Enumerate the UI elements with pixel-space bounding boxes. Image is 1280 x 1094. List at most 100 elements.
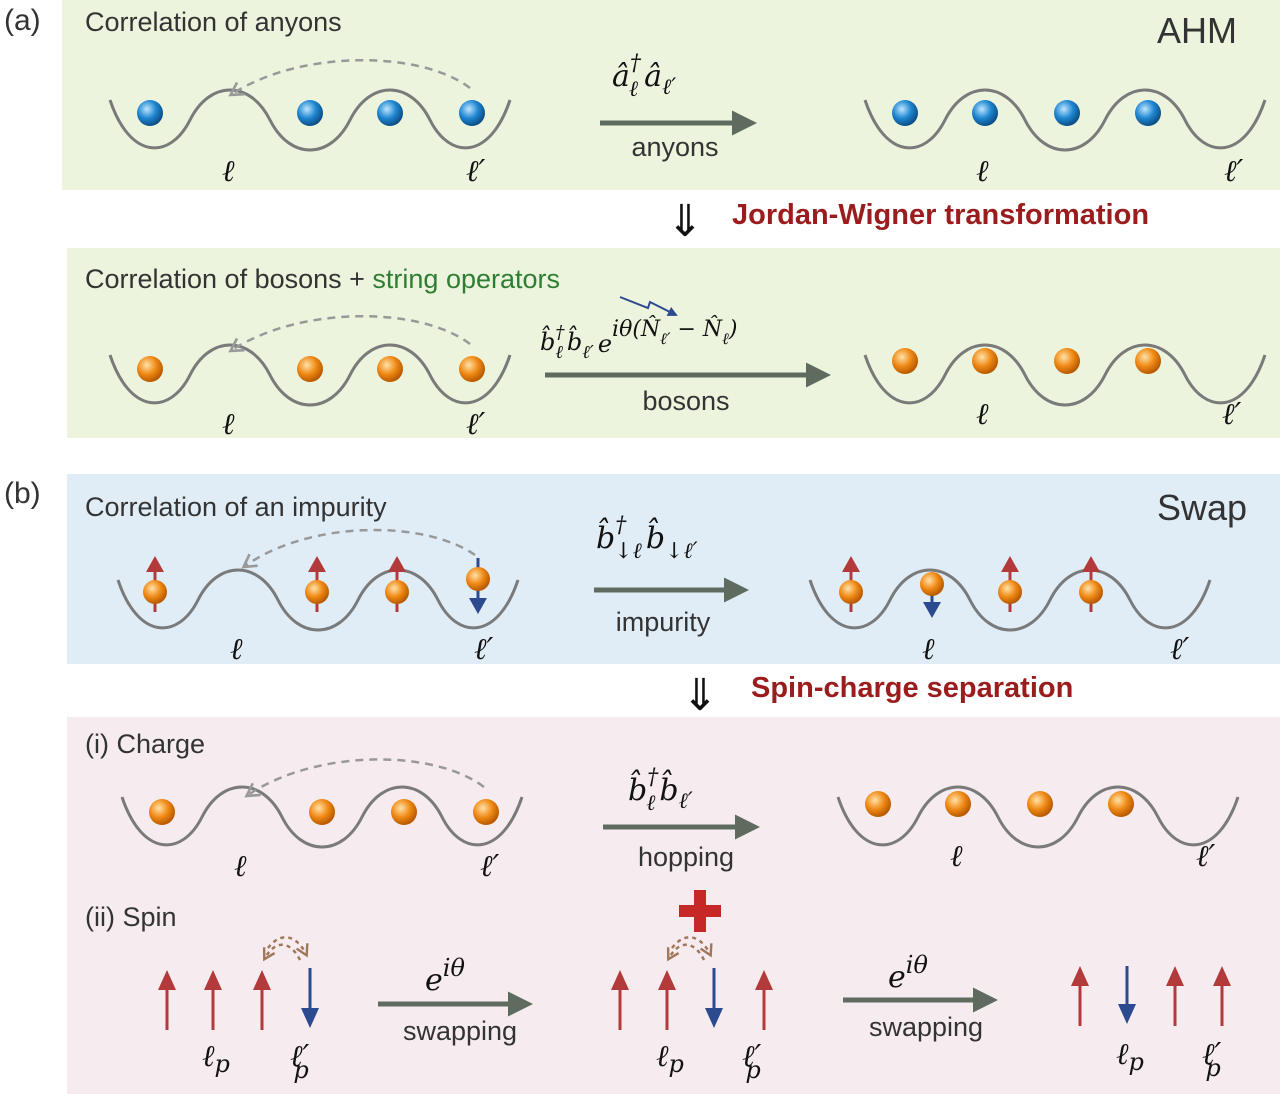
panel-b-impurity-bg <box>67 474 1280 664</box>
spin-up-arrow <box>253 970 271 1030</box>
spin-up-particle <box>143 556 167 612</box>
boson-particle <box>459 356 485 382</box>
anyon-particle <box>892 100 918 126</box>
spin-up-arrow <box>1213 966 1231 1026</box>
charge-particle <box>473 799 499 825</box>
spin-down-arrow <box>301 968 319 1028</box>
swap-dashed-arrow <box>671 936 713 958</box>
spin-title: (ii) Spin <box>85 902 177 932</box>
site-label-lp: ℓ′ <box>1224 154 1243 189</box>
boson-particle <box>1135 348 1161 374</box>
site-label-lp: ℓ′ <box>466 407 485 442</box>
charge-particle <box>149 799 175 825</box>
swap-dashed-arrow <box>262 943 302 962</box>
lattice-wave <box>120 785 524 849</box>
swapping-arrow-label: swapping <box>403 1016 517 1046</box>
lattice-wave <box>108 88 512 152</box>
spin-down-particle <box>920 572 944 618</box>
site-label-l: ℓ <box>976 154 989 189</box>
swap-operator: eiθ <box>425 954 465 998</box>
boson-particle <box>137 356 163 382</box>
swapping-arrow-label: swapping <box>869 1012 983 1042</box>
site-label-l: ℓ <box>922 632 935 667</box>
string-pointer-arrow <box>619 296 678 316</box>
charge-particle <box>1027 791 1053 817</box>
site-label-l: ℓ <box>950 839 963 874</box>
lattice-wave <box>863 343 1267 407</box>
anyon-particle <box>297 100 323 126</box>
spin-up-arrow <box>1166 966 1184 1026</box>
swap-dashed-arrow <box>666 943 706 962</box>
panel-a-label: (a) <box>4 4 41 37</box>
anyon-particle <box>137 100 163 126</box>
site-label-l: ℓ <box>976 397 989 432</box>
double-down-arrow: ⇓ <box>667 196 704 247</box>
anyons-title: Correlation of anyons <box>85 7 342 37</box>
swap-tag: Swap <box>1157 487 1247 528</box>
anyon-particle <box>972 100 998 126</box>
hop-dashed-arrow <box>244 758 485 798</box>
site-label-l: ℓ <box>222 407 235 442</box>
spin-up-particle <box>839 556 863 612</box>
lattice-wave <box>108 343 512 407</box>
site-label-lp-p: ℓp <box>656 1039 684 1078</box>
swap-dashed-arrow <box>267 936 309 958</box>
charge-particle <box>865 791 891 817</box>
plus-icon <box>679 890 721 932</box>
anyon-particle <box>1135 100 1161 126</box>
lattice-wave <box>836 785 1240 849</box>
site-label-lp: ℓ′ <box>480 849 499 884</box>
spin-up-arrow <box>1071 966 1089 1026</box>
swap-operator: eiθ <box>888 951 928 995</box>
charge-particle <box>1108 791 1134 817</box>
spin-up-particle <box>385 556 409 612</box>
site-label-lpp-p: ℓ′p <box>1202 1037 1221 1082</box>
panel-b-separation-bg <box>67 717 1280 1094</box>
hopping-arrow-label: hopping <box>638 842 734 872</box>
panel-b-label: (b) <box>4 477 41 510</box>
boson-particle <box>377 356 403 382</box>
spin-up-particle <box>1079 556 1103 612</box>
lattice-wave <box>116 568 520 632</box>
anyon-particle <box>459 100 485 126</box>
spin-charge-separation-label: Spin-charge separation <box>751 672 1073 704</box>
spin-up-arrow <box>158 970 176 1030</box>
charge-particle <box>309 799 335 825</box>
hop-dashed-arrow <box>228 314 471 353</box>
hop-dashed-arrow <box>241 528 476 569</box>
panel-a-bosons-bg <box>67 248 1280 438</box>
spin-up-arrow <box>611 970 629 1030</box>
site-label-lpp-p: ℓ′p <box>742 1039 761 1084</box>
bosons-title: Correlation of bosons + string operators <box>85 264 560 294</box>
lattice-wave <box>808 568 1212 632</box>
anyons-arrow-label: anyons <box>631 132 718 162</box>
spin-down-arrow <box>705 968 723 1028</box>
spin-up-arrow <box>204 970 222 1030</box>
panel-a-anyons-bg <box>62 0 1280 190</box>
charge-particle <box>945 791 971 817</box>
site-label-lp: ℓ′ <box>1170 632 1189 667</box>
bosons-arrow-label: bosons <box>642 386 729 416</box>
impurity-title: Correlation of an impurity <box>85 492 387 522</box>
anyon-particle <box>377 100 403 126</box>
boson-particle <box>892 348 918 374</box>
site-label-lp-p: ℓp <box>1116 1037 1144 1076</box>
double-down-arrow: ⇓ <box>682 670 719 721</box>
anyon-particle <box>1054 100 1080 126</box>
boson-particle <box>297 356 323 382</box>
spin-up-arrow <box>755 970 773 1030</box>
spin-up-arrow <box>658 970 676 1030</box>
site-label-l: ℓ <box>234 849 247 884</box>
site-label-l: ℓ <box>230 632 243 667</box>
site-label-l: ℓ <box>222 154 235 189</box>
site-label-lp: ℓ′ <box>1196 839 1215 874</box>
boson-particle <box>1054 348 1080 374</box>
spin-up-particle <box>305 556 329 612</box>
boson-particle <box>972 348 998 374</box>
charge-particle <box>391 799 417 825</box>
charge-title: (i) Charge <box>85 729 205 759</box>
